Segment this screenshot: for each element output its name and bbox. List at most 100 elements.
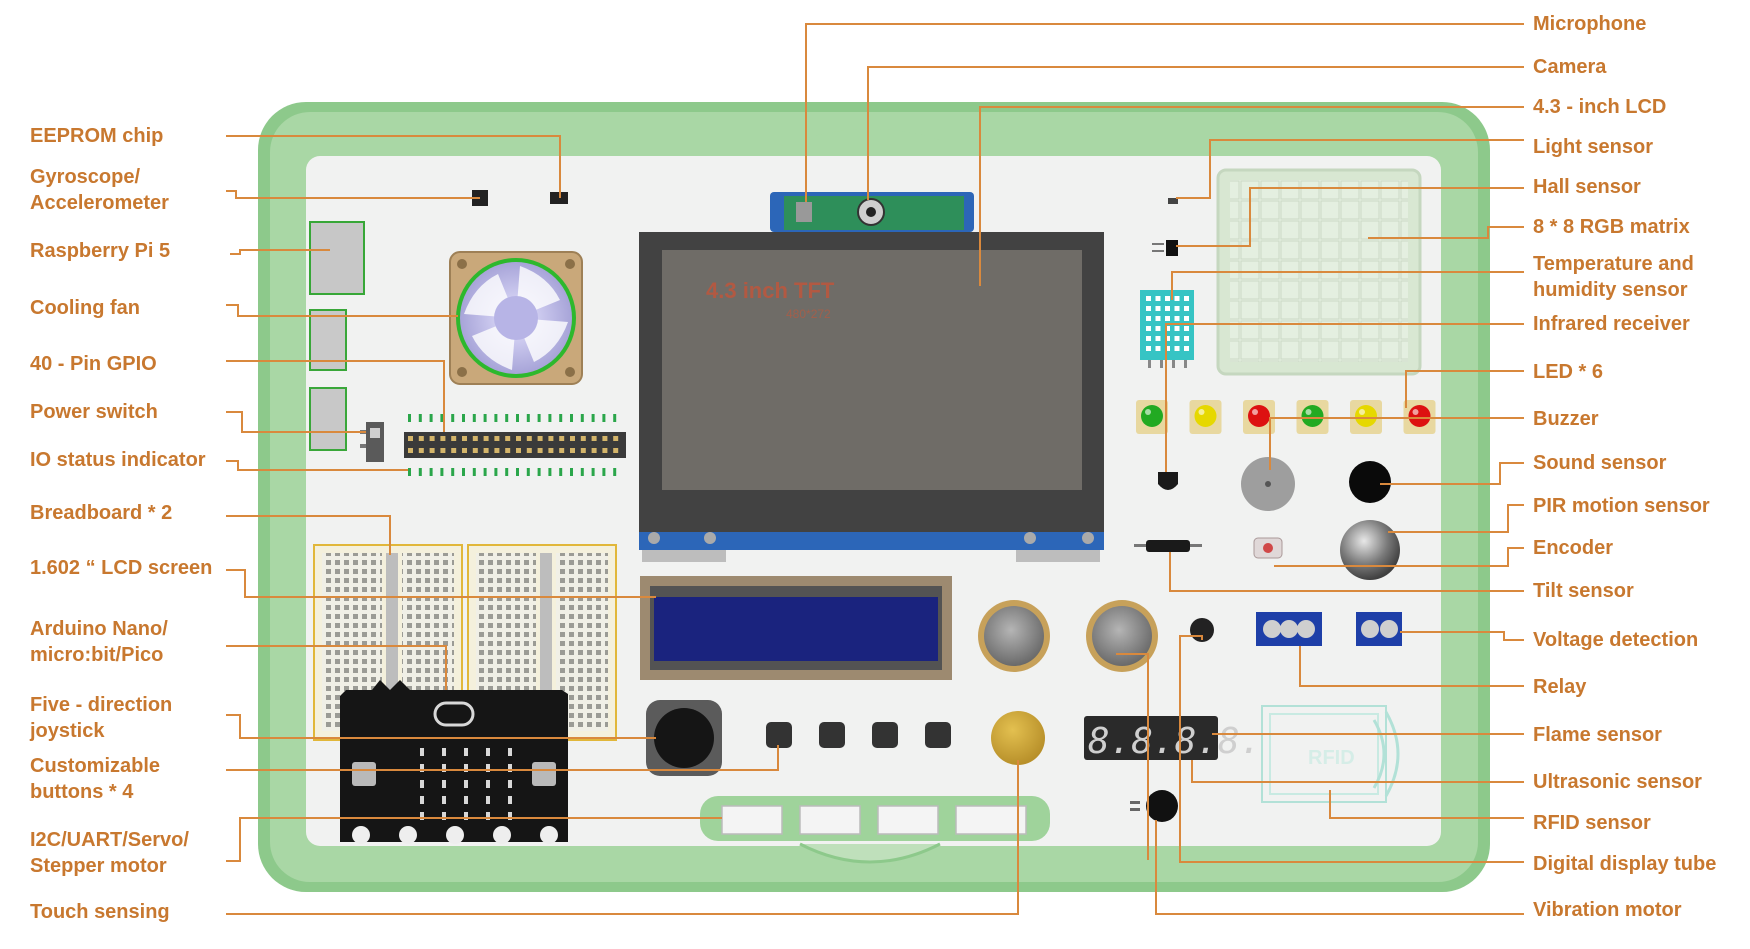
gpio-pin bbox=[429, 448, 435, 453]
gpio-pin bbox=[483, 448, 489, 453]
io-led bbox=[429, 414, 433, 422]
gpio-header bbox=[404, 414, 626, 476]
dht-vent bbox=[1184, 336, 1189, 341]
gpio-pin bbox=[408, 448, 413, 453]
io-led bbox=[505, 468, 509, 476]
gpio-pin bbox=[602, 448, 608, 453]
label-joystick: Five - direction joystick bbox=[30, 694, 173, 742]
gpio-pin bbox=[494, 436, 500, 441]
label-io-indicator: IO status indicator bbox=[30, 449, 206, 471]
leader-buzzer bbox=[1269, 417, 1524, 470]
dht-vent bbox=[1174, 346, 1180, 351]
label-camera: Camera bbox=[1533, 56, 1607, 78]
io-led bbox=[591, 414, 595, 422]
gpio-pin bbox=[429, 436, 435, 441]
io-led bbox=[570, 468, 573, 476]
label-temp-humidity: Temperature and humidity sensor bbox=[1533, 253, 1694, 301]
dht-vent bbox=[1165, 316, 1170, 321]
gpio-pin bbox=[451, 448, 457, 453]
label-i2c: I2C/UART/Servo/ Stepper motor bbox=[30, 829, 189, 877]
dht-vent bbox=[1155, 316, 1161, 321]
label-buttons: Customizable buttons * 4 bbox=[30, 755, 161, 803]
label-encoder: Encoder bbox=[1533, 537, 1614, 559]
gpio-pin bbox=[418, 436, 424, 441]
label-raspberry-pi: Raspberry Pi 5 bbox=[30, 240, 171, 262]
microbit-led bbox=[420, 748, 424, 756]
microbit-led bbox=[486, 796, 490, 804]
gpio-pin bbox=[440, 436, 446, 441]
raspberry-pi-ports bbox=[309, 221, 365, 451]
gpio-pin bbox=[526, 448, 532, 453]
screen-resolution: 480*272 bbox=[786, 307, 831, 321]
label-infrared: Infrared receiver bbox=[1533, 313, 1690, 335]
sound-sensor bbox=[1349, 461, 1391, 503]
gpio-pin bbox=[440, 448, 446, 453]
leader-joystick bbox=[226, 714, 656, 739]
label-rfid: RFID sensor bbox=[1533, 812, 1651, 834]
led-highlight bbox=[1305, 409, 1312, 415]
microbit-led bbox=[442, 748, 446, 756]
gpio-pin bbox=[602, 436, 608, 441]
label-arduino: Arduino Nano/ micro:bit/Pico bbox=[30, 618, 168, 666]
label-led: LED * 6 bbox=[1533, 361, 1604, 383]
microbit-led bbox=[486, 812, 490, 820]
dht-vent bbox=[1155, 336, 1161, 341]
label-gpio: 40 - Pin GPIO bbox=[30, 353, 157, 375]
leader-gyro bbox=[226, 190, 480, 199]
gpio-pin bbox=[537, 448, 543, 453]
label-touch: Touch sensing bbox=[30, 901, 170, 923]
voltage-terminals bbox=[1356, 612, 1402, 646]
encoder bbox=[1253, 537, 1283, 559]
gpio-pin bbox=[516, 448, 521, 453]
dht-vent bbox=[1184, 346, 1189, 351]
leader-encoder bbox=[1274, 547, 1524, 567]
knob-left bbox=[984, 606, 1044, 666]
io-led bbox=[451, 414, 455, 422]
leader-io bbox=[226, 460, 408, 471]
io-led bbox=[483, 468, 487, 476]
microbit-led bbox=[464, 748, 468, 756]
cooling-fan bbox=[449, 251, 583, 385]
dht-vent bbox=[1174, 326, 1180, 331]
gpio-pin bbox=[526, 436, 532, 441]
microbit-led bbox=[508, 812, 512, 820]
leader-vibration bbox=[1155, 820, 1524, 915]
tilt-sensor bbox=[1134, 540, 1202, 552]
gpio-pin bbox=[472, 448, 478, 453]
label-buzzer: Buzzer bbox=[1533, 408, 1599, 430]
gpio-pin bbox=[462, 448, 467, 453]
leader-touch bbox=[226, 760, 1019, 915]
leader-buttons bbox=[226, 745, 779, 771]
gpio-pin bbox=[408, 436, 413, 441]
dht-vent bbox=[1165, 346, 1170, 351]
led-highlight bbox=[1412, 409, 1419, 415]
relay-terminals bbox=[1256, 612, 1322, 646]
dht-vent bbox=[1174, 296, 1180, 301]
leader-fan bbox=[226, 304, 458, 317]
gpio-pin bbox=[494, 448, 500, 453]
label-digital-display: Digital display tube bbox=[1533, 853, 1717, 875]
io-led bbox=[429, 468, 433, 476]
dht-vent bbox=[1165, 296, 1170, 301]
leader-camera bbox=[867, 66, 1524, 200]
microbit-led bbox=[508, 796, 512, 804]
io-led bbox=[602, 468, 606, 476]
leader-lcd43 bbox=[979, 106, 1524, 286]
microbit-led bbox=[486, 764, 490, 772]
io-led bbox=[613, 468, 617, 476]
microbit-led bbox=[486, 780, 490, 788]
io-led bbox=[537, 414, 541, 422]
leader-voltage bbox=[1400, 631, 1524, 641]
leader-rgb bbox=[1368, 226, 1524, 239]
dht-vent bbox=[1146, 336, 1151, 341]
leader-light bbox=[1176, 139, 1524, 199]
io-led bbox=[440, 414, 444, 422]
leader-gpio bbox=[226, 360, 445, 432]
digit-display-text: 8.8.8.8. bbox=[1088, 721, 1261, 762]
io-led bbox=[494, 414, 498, 422]
digital-display-tube: 8.8.8.8. bbox=[1084, 716, 1261, 762]
leader-power bbox=[226, 411, 366, 433]
leader-rfid bbox=[1329, 790, 1524, 819]
